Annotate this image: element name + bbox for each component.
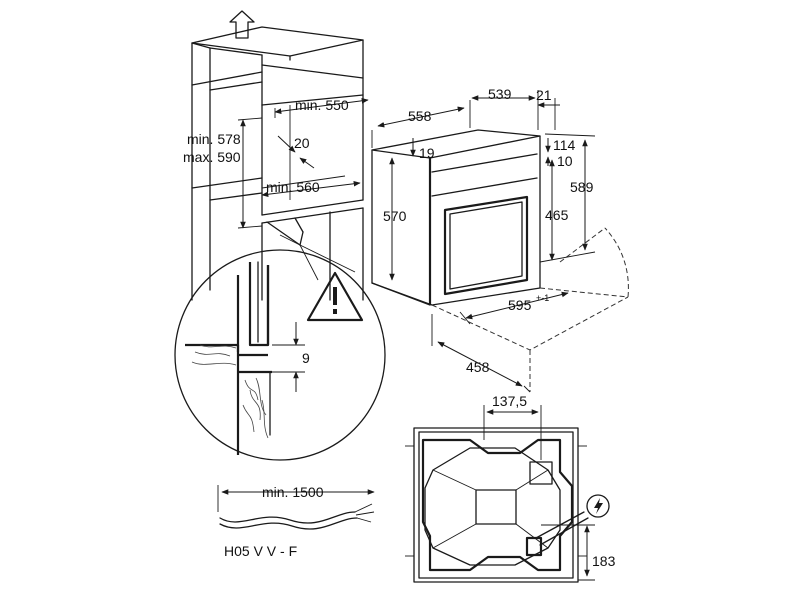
dim-137-5: 137,5 — [492, 393, 527, 409]
dim-min-1500: min. 1500 — [262, 484, 324, 500]
dim-558: 558 — [408, 108, 432, 124]
dim-21: 21 — [536, 87, 552, 103]
dim-183: 183 — [592, 553, 616, 569]
dim-10: 10 — [557, 153, 573, 169]
detail-magnifier: 9 — [174, 217, 386, 461]
dim-465: 465 — [545, 207, 569, 223]
oven — [371, 129, 541, 306]
dim-458: 458 — [466, 359, 490, 375]
power-connection-icon — [586, 494, 610, 518]
dim-20: 20 — [294, 135, 310, 151]
dim-9: 9 — [302, 350, 310, 366]
dim-595: 595 — [508, 297, 532, 313]
dim-589: 589 — [570, 179, 594, 195]
oven-rear-view: 137,5 183 — [405, 393, 616, 583]
dim-min-550: min. 550 — [295, 97, 349, 113]
dim-min-560: min. 560 — [266, 179, 320, 195]
power-cable: min. 1500 H05 V V - F — [217, 484, 375, 559]
dim-max-590: max. 590 — [183, 149, 241, 165]
cable-type-label: H05 V V - F — [224, 543, 297, 559]
dim-114: 114 — [553, 137, 576, 153]
dim-min-578: min. 578 — [187, 131, 241, 147]
arrow-up-icon — [229, 10, 255, 39]
warning-triangle-icon — [306, 271, 364, 322]
dim-19: 19 — [419, 145, 435, 161]
dim-595-tolerance: +-1 — [536, 293, 549, 303]
oven-dimensions: 558 539 21 19 114 10 570 465 589 595 +-1… — [371, 86, 596, 393]
dim-570: 570 — [383, 208, 407, 224]
dim-539: 539 — [488, 86, 512, 102]
cabinet-dimensions: min. 550 min. 578 max. 590 20 min. 560 — [183, 97, 369, 229]
